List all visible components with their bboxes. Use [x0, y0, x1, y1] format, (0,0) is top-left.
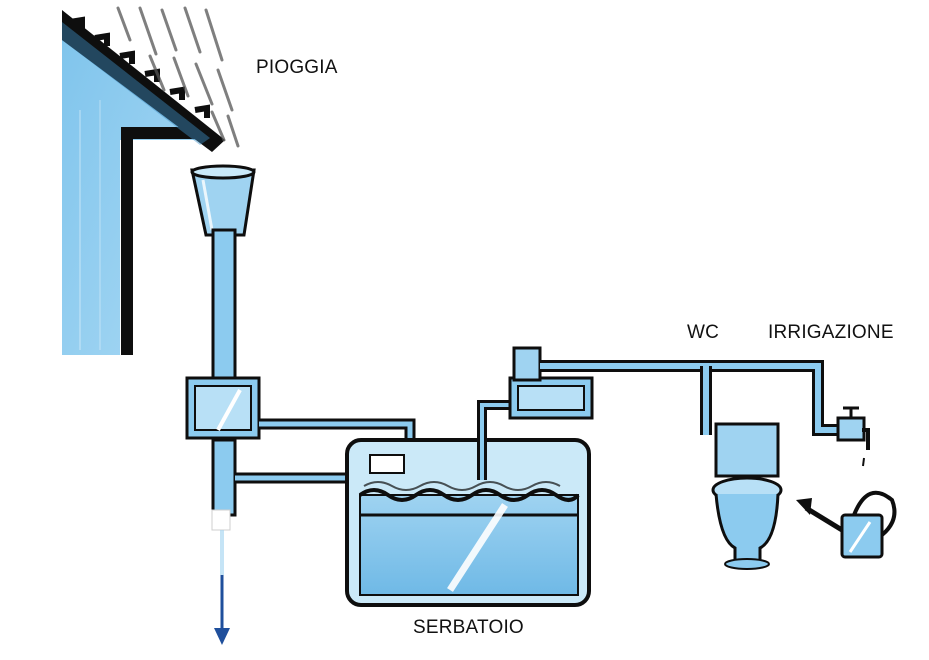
faucet-icon: [836, 406, 870, 467]
toilet-icon: [711, 422, 783, 570]
roof-tiles-icon: [62, 10, 225, 152]
label-pioggia: PIOGGIA: [256, 57, 338, 78]
house-wall: [62, 20, 205, 355]
distribution-pipe: [540, 360, 845, 436]
watering-can-icon: [796, 490, 897, 559]
filter-box-icon: [185, 376, 261, 440]
label-serbatoio: SERBATOIO: [413, 617, 524, 638]
storage-tank-icon: [345, 438, 591, 607]
pump-unit-icon: [477, 346, 594, 480]
funnel-downspout-icon: [190, 164, 256, 237]
overflow-arrow-icon: [214, 575, 230, 645]
rain-streaks-icon: [116, 6, 240, 148]
label-wc: WC: [687, 322, 720, 343]
label-irrigazione: IRRIGAZIONE: [768, 322, 894, 343]
